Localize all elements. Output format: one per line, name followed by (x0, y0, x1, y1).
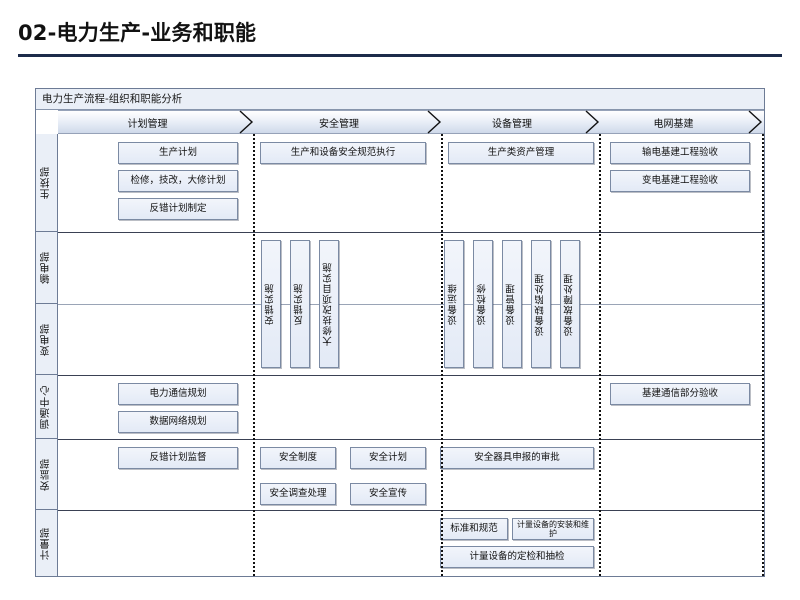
task-box-equipment-operation[interactable]: 设备运维 (444, 240, 464, 368)
row-label-diaotongzhongxin: 调通中心 (36, 375, 57, 439)
column-divider-plan-safety (253, 134, 255, 576)
column-header-band: 计划管理 安全管理 设备管理 电网基建 (36, 110, 764, 134)
task-box-production-asset-management[interactable]: 生产类资产管理 (448, 142, 594, 164)
task-box-substation-infra-acceptance[interactable]: 变电基建工程验收 (610, 170, 750, 192)
task-box-metering-install-maintain[interactable]: 计量设备的安装和维护 (512, 518, 594, 540)
task-box-equipment-management-text: 设备管理 (505, 283, 517, 325)
task-box-safety-plan[interactable]: 安全计划 (350, 447, 426, 469)
header-corner-spacer (36, 110, 58, 134)
task-box-power-communication-planning[interactable]: 电力通信规划 (118, 383, 238, 405)
task-box-equipment-fault-handling-text: 设备故障处理 (563, 272, 575, 336)
page-title: 02-电力生产-业务和职能 (18, 21, 257, 45)
column-divider-right-edge (762, 134, 764, 576)
task-box-error-prevention-implementation-a[interactable]: 安错实施 (261, 240, 281, 368)
row-divider-1 (58, 232, 764, 233)
row-label-shudianbu-text: 输电部 (41, 251, 52, 284)
row-label-anjianbu-text: 安监部 (41, 457, 52, 491)
column-header-safety-label: 安全管理 (319, 118, 359, 130)
task-box-error-prevention-supervision[interactable]: 反错计划监督 (118, 447, 238, 469)
column-header-grid-infra[interactable]: 电网基建 (599, 110, 764, 134)
task-box-data-network-planning[interactable]: 数据网络规划 (118, 411, 238, 433)
row-label-shengjibu-text: 生技部 (41, 166, 52, 199)
row-divider-2 (58, 304, 764, 305)
task-box-overhaul-project-implementation-text: 大修技改项目实施 (322, 262, 334, 346)
task-box-infra-communication-acceptance[interactable]: 基建通信部分验收 (610, 383, 750, 405)
row-label-column: 生技部 输电部 变电部 调通中心 安监部 计量部 (36, 134, 58, 576)
row-label-biandianbu-text: 变电部 (41, 322, 52, 356)
row-label-shudianbu: 输电部 (36, 232, 57, 304)
column-header-grid-infra-label: 电网基建 (653, 118, 694, 130)
row-divider-5 (58, 510, 764, 511)
task-box-error-prevention-implementation-b-text: 反错实施 (293, 283, 305, 325)
row-divider-4 (58, 439, 764, 440)
column-header-plan[interactable]: 计划管理 (58, 110, 253, 134)
task-box-safety-investigation-handling[interactable]: 安全调查处理 (260, 483, 336, 505)
row-divider-3 (58, 375, 764, 376)
column-header-equipment-label: 设备管理 (492, 118, 532, 130)
panel-caption: 电力生产流程-组织和职能分析 (36, 89, 764, 110)
task-box-equipment-defect-handling-text: 设备缺陷处理 (534, 272, 546, 336)
task-box-overhaul-project-implementation[interactable]: 大修技改项目实施 (319, 240, 339, 368)
task-box-safety-standard-execution[interactable]: 生产和设备安全规范执行 (260, 142, 426, 164)
cell-area: 生产计划 检修，技改，大修计划 反错计划制定 生产和设备安全规范执行 生产类资产… (58, 134, 764, 576)
row-label-anjianbu: 安监部 (36, 439, 57, 510)
task-box-equipment-operation-text: 设备运维 (447, 283, 459, 325)
column-divider-safety-equipment (441, 134, 443, 576)
task-box-safety-system[interactable]: 安全制度 (260, 447, 336, 469)
task-box-safety-tool-application-approval[interactable]: 安全器具申报的审批 (440, 447, 594, 469)
row-label-shengjibu: 生技部 (36, 134, 57, 232)
title-divider (18, 54, 782, 57)
task-box-error-prevention-implementation-a-text: 安错实施 (264, 283, 276, 325)
column-header-safety[interactable]: 安全管理 (253, 110, 441, 134)
task-box-metering-inspection-sampling[interactable]: 计量设备的定检和抽检 (440, 546, 594, 568)
task-box-error-prevention-plan[interactable]: 反错计划制定 (118, 198, 238, 220)
task-box-transmission-infra-acceptance[interactable]: 输电基建工程验收 (610, 142, 750, 164)
title-area: 02-电力生产-业务和职能 (18, 18, 782, 60)
column-header-plan-label: 计划管理 (127, 118, 168, 130)
task-box-equipment-fault-handling[interactable]: 设备故障处理 (560, 240, 580, 368)
column-header-equipment[interactable]: 设备管理 (441, 110, 599, 134)
task-box-equipment-overhaul-text: 设备检修 (476, 283, 488, 325)
process-matrix-panel: 电力生产流程-组织和职能分析 计划管理 安全管理 设备管理 (35, 88, 765, 577)
row-label-biandianbu: 变电部 (36, 304, 57, 375)
task-box-equipment-management[interactable]: 设备管理 (502, 240, 522, 368)
matrix-grid: 生技部 输电部 变电部 调通中心 安监部 计量部 (36, 134, 764, 576)
row-label-diaotongzhongxin-text: 调通中心 (41, 384, 52, 429)
task-box-standards-and-norms[interactable]: 标准和规范 (440, 518, 508, 540)
task-box-production-plan[interactable]: 生产计划 (118, 142, 238, 164)
task-box-safety-publicity[interactable]: 安全宣传 (350, 483, 426, 505)
task-box-equipment-defect-handling[interactable]: 设备缺陷处理 (531, 240, 551, 368)
row-label-jiliangbu-text: 计量部 (41, 526, 52, 560)
row-label-jiliangbu: 计量部 (36, 510, 57, 576)
task-box-error-prevention-implementation-b[interactable]: 反错实施 (290, 240, 310, 368)
task-box-equipment-overhaul[interactable]: 设备检修 (473, 240, 493, 368)
column-divider-equipment-infra (599, 134, 601, 576)
task-box-overhaul-plan[interactable]: 检修，技改，大修计划 (118, 170, 238, 192)
